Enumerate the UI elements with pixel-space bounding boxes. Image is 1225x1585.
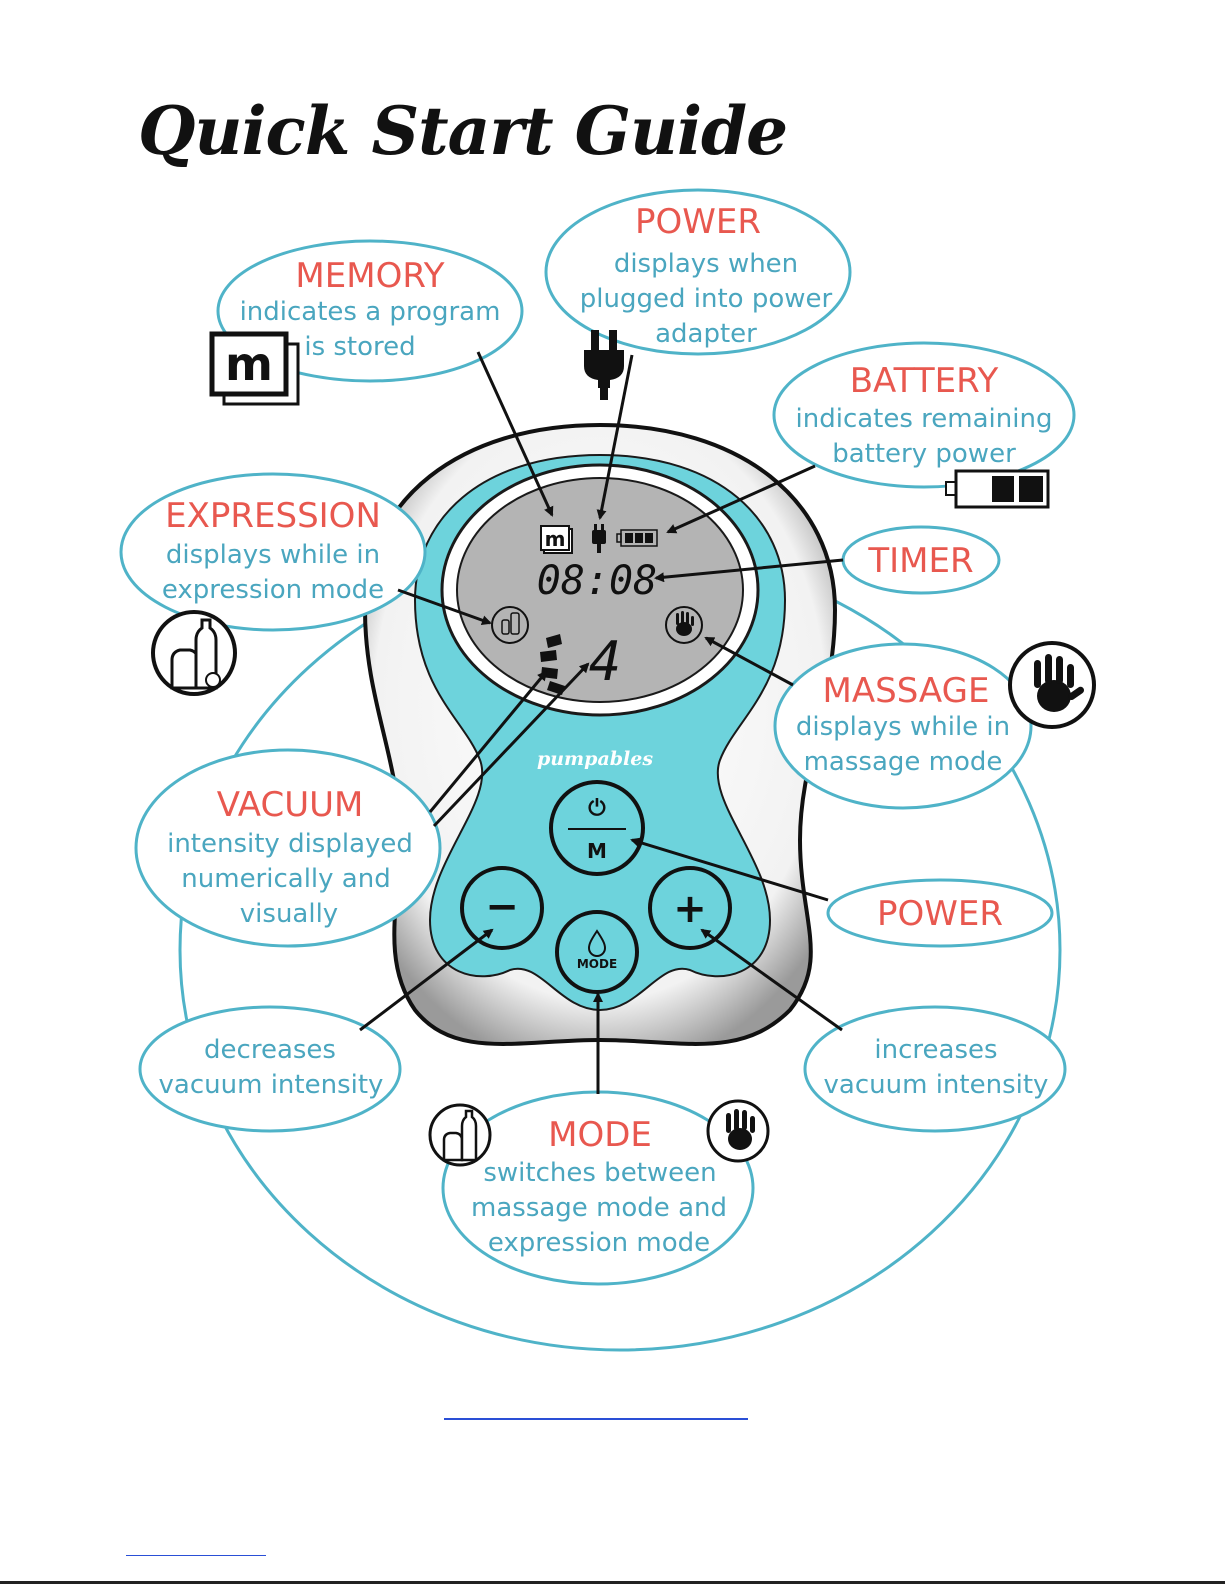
footer-rule [126, 1555, 266, 1556]
callout-increase-line-2: vacuum intensity [824, 1070, 1049, 1100]
mode-massage-icon [706, 1099, 770, 1163]
callout-memory-title: MEMORY [295, 256, 444, 296]
callout-mode-line-3: expression mode [488, 1228, 710, 1258]
lcd-memory-letter: m [545, 527, 566, 551]
callout-mode: MODE switches between massage mode and e… [441, 1090, 755, 1286]
massage-icon [1008, 641, 1096, 729]
expression-icon [151, 610, 237, 696]
lcd-battery-icon [616, 529, 658, 547]
callout-battery-line-2: battery power [832, 439, 1016, 469]
callout-vacuum-title: VACUUM [217, 785, 364, 825]
power-memory-button[interactable]: ⏻ M [549, 780, 645, 876]
callout-power-display-line-1: displays when [614, 249, 798, 279]
callout-timer-title: TIMER [867, 541, 973, 581]
arrow-increase [700, 928, 843, 1032]
increase-button[interactable]: + [648, 866, 732, 950]
arrow-massage [704, 636, 794, 687]
callout-memory-line-2: is stored [304, 332, 415, 362]
callout-increase: increases vacuum intensity [803, 1005, 1067, 1133]
callout-expression: EXPRESSION displays while in expression … [119, 472, 427, 632]
arrow-expression [397, 588, 492, 626]
lcd-timer: 08:08 [537, 558, 657, 604]
arrow-vacuum-level [432, 662, 590, 828]
callout-expression-line-2: expression mode [162, 575, 384, 605]
callout-decrease: decreases vacuum intensity [138, 1005, 402, 1133]
callout-timer: TIMER [841, 525, 1001, 595]
minus-symbol: − [485, 884, 519, 930]
callout-power-display-title: POWER [635, 202, 761, 242]
plus-symbol: + [673, 886, 707, 932]
footer-link[interactable] [444, 1418, 748, 1420]
memory-icon: m [209, 331, 300, 406]
callout-mode-title: MODE [548, 1115, 652, 1155]
callout-memory-line-1: indicates a program [240, 297, 501, 327]
page-title: Quick Start Guide [138, 92, 788, 170]
lcd-massage-icon [665, 606, 703, 644]
lcd-plug-icon [592, 524, 606, 553]
callout-increase-line-1: increases [874, 1035, 997, 1065]
callout-massage-title: MASSAGE [823, 671, 990, 711]
callout-massage-line-1: displays while in [796, 712, 1010, 742]
lcd-level: 4 [589, 630, 622, 693]
callout-vacuum-line-1: intensity displayed [167, 829, 413, 859]
mode-button[interactable]: MODE [555, 910, 639, 994]
page-bottom-border [0, 1581, 1225, 1584]
arrow-decrease [359, 928, 494, 1032]
mode-expression-icon [428, 1103, 492, 1167]
callout-vacuum-line-3: visually [240, 899, 338, 929]
arrow-timer [654, 558, 844, 583]
callout-decrease-line-2: vacuum intensity [159, 1070, 384, 1100]
arrow-battery [666, 464, 816, 534]
callout-power-display-line-2: plugged into power [580, 284, 833, 314]
callout-massage: MASSAGE displays while in massage mode [773, 642, 1033, 810]
decrease-button[interactable]: − [460, 866, 544, 950]
memory-icon-letter: m [225, 337, 273, 391]
mode-button-label: MODE [577, 957, 617, 971]
plug-icon [584, 330, 624, 400]
memory-symbol: M [587, 839, 607, 863]
lcd-screen [456, 477, 744, 703]
callout-battery: BATTERY indicates remaining battery powe… [772, 341, 1076, 489]
callout-power-button-title: POWER [877, 894, 1003, 934]
callout-decrease-line-1: decreases [204, 1035, 336, 1065]
lcd-memory-icon: m [540, 525, 573, 554]
callout-massage-line-2: massage mode [804, 747, 1003, 777]
callout-expression-title: EXPRESSION [165, 496, 381, 536]
callout-battery-title: BATTERY [850, 361, 999, 401]
callout-power-display-line-3: adapter [655, 319, 757, 349]
battery-icon [945, 469, 1050, 509]
lcd-expression-icon [491, 606, 529, 644]
arrow-vacuum-bars [428, 670, 548, 813]
arrow-power-button [630, 837, 829, 902]
power-symbol: ⏻ [588, 796, 606, 821]
arrow-power-display [596, 354, 634, 520]
arrow-memory [476, 351, 554, 517]
callout-vacuum-line-2: numerically and [181, 864, 390, 894]
callout-expression-line-1: displays while in [166, 540, 380, 570]
callout-power-display: POWER displays when plugged into power a… [544, 188, 852, 356]
callout-mode-line-1: switches between [483, 1158, 716, 1188]
callout-battery-line-1: indicates remaining [796, 404, 1053, 434]
droplet-icon [587, 929, 607, 957]
callout-vacuum: VACUUM intensity displayed numerically a… [134, 748, 442, 948]
callout-mode-line-2: massage mode and [471, 1193, 727, 1223]
brand-logo: pumpables [537, 748, 653, 770]
callout-power-button: POWER [826, 878, 1054, 948]
